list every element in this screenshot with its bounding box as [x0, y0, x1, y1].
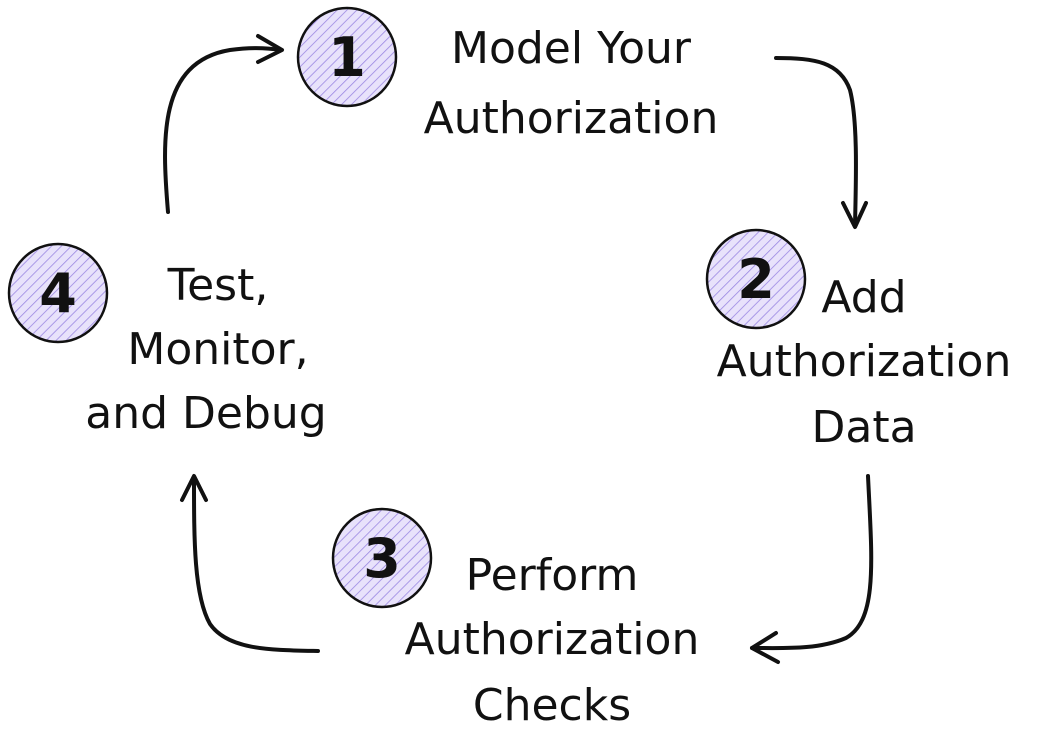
step-3-label-line-1: Perform: [466, 550, 639, 601]
step-1-label-line-1: Model Your: [451, 23, 692, 74]
step-2-label-line-2: Authorization: [717, 336, 1012, 387]
step-2-label-line-3: Data: [811, 402, 916, 453]
step-3-badge: [331, 507, 433, 609]
step-3-number: 3: [363, 527, 401, 590]
step-1: 1 Model Your Authorization: [296, 6, 719, 144]
step-4-number: 4: [39, 262, 77, 325]
step-2-number: 2: [737, 248, 775, 311]
step-1-badge: [296, 6, 398, 108]
step-1-label-line-2: Authorization: [424, 93, 719, 144]
step-4-label-line-2: Monitor,: [127, 324, 308, 375]
step-2: 2 Add Authorization Data: [705, 228, 1012, 453]
arrow-step-3-to-step-4: [180, 474, 320, 653]
step-2-label-line-1: Add: [821, 272, 906, 323]
step-2-badge: [705, 228, 807, 330]
arrow-step-4-to-step-1: [163, 34, 284, 214]
step-3: 3 Perform Authorization Checks: [331, 507, 700, 731]
step-3-label-line-2: Authorization: [405, 614, 700, 665]
arrow-step-2-to-step-3: [750, 474, 874, 664]
step-4-badge: [7, 242, 109, 344]
step-4-label-line-1: Test,: [167, 260, 269, 311]
arrow-step-1-to-step-2: [774, 56, 868, 229]
step-4-label-line-3: and Debug: [85, 388, 326, 439]
step-3-label-line-3: Checks: [473, 680, 631, 731]
step-1-number: 1: [328, 26, 366, 89]
step-4: 4 Test, Monitor, and Debug: [7, 242, 327, 439]
